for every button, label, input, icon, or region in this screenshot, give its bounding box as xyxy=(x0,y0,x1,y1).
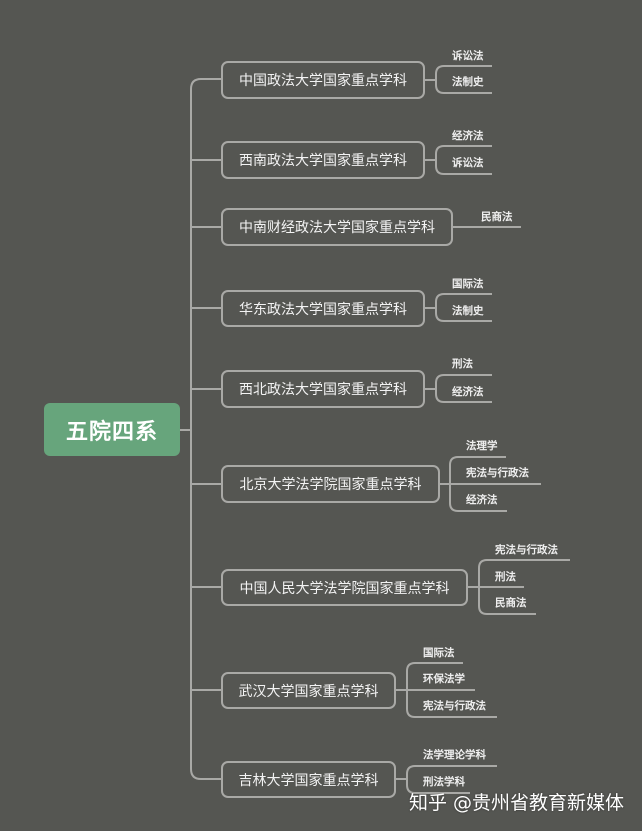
leaf-node[interactable]: 经济法 xyxy=(466,494,498,506)
leaf-node[interactable]: 环保法学 xyxy=(423,673,465,685)
leaf-node[interactable]: 经济法 xyxy=(452,130,484,142)
leaf-node[interactable]: 刑法学科 xyxy=(423,776,465,788)
leaf-node[interactable]: 诉讼法 xyxy=(452,50,484,62)
leaf-node[interactable]: 法制史 xyxy=(452,305,484,317)
leaf-node[interactable]: 民商法 xyxy=(481,211,513,223)
leaf-node[interactable]: 法理学 xyxy=(466,440,498,452)
branch-node-whu[interactable]: 武汉大学国家重点学科 xyxy=(221,672,396,709)
leaf-node[interactable]: 宪法与行政法 xyxy=(466,467,529,479)
leaf-node[interactable]: 宪法与行政法 xyxy=(495,544,558,556)
leaf-node[interactable]: 国际法 xyxy=(423,647,455,659)
leaf-node[interactable]: 法学理论学科 xyxy=(423,749,486,761)
leaf-node[interactable]: 诉讼法 xyxy=(452,157,484,169)
branch-node-ruc-law[interactable]: 中国人民大学法学院国家重点学科 xyxy=(221,569,468,606)
root-node[interactable]: 五院四系 xyxy=(44,403,180,456)
branch-node-zuel[interactable]: 中南财经政法大学国家重点学科 xyxy=(221,208,453,246)
branch-node-swupl[interactable]: 西南政法大学国家重点学科 xyxy=(221,141,425,179)
leaf-node[interactable]: 民商法 xyxy=(495,597,527,609)
branch-node-cupl[interactable]: 中国政法大学国家重点学科 xyxy=(221,61,425,99)
branch-node-ecupl[interactable]: 华东政法大学国家重点学科 xyxy=(221,290,425,327)
leaf-node[interactable]: 宪法与行政法 xyxy=(423,700,486,712)
leaf-node[interactable]: 刑法 xyxy=(495,571,516,583)
leaf-node[interactable]: 法制史 xyxy=(452,76,484,88)
leaf-node[interactable]: 国际法 xyxy=(452,278,484,290)
branch-node-jlu[interactable]: 吉林大学国家重点学科 xyxy=(221,761,396,798)
leaf-node[interactable]: 刑法 xyxy=(452,358,473,370)
branch-node-pku-law[interactable]: 北京大学法学院国家重点学科 xyxy=(221,465,440,503)
leaf-node[interactable]: 经济法 xyxy=(452,386,484,398)
watermark: 知乎 @贵州省教育新媒体 xyxy=(409,792,625,814)
branch-node-nwupl[interactable]: 西北政法大学国家重点学科 xyxy=(221,370,425,408)
